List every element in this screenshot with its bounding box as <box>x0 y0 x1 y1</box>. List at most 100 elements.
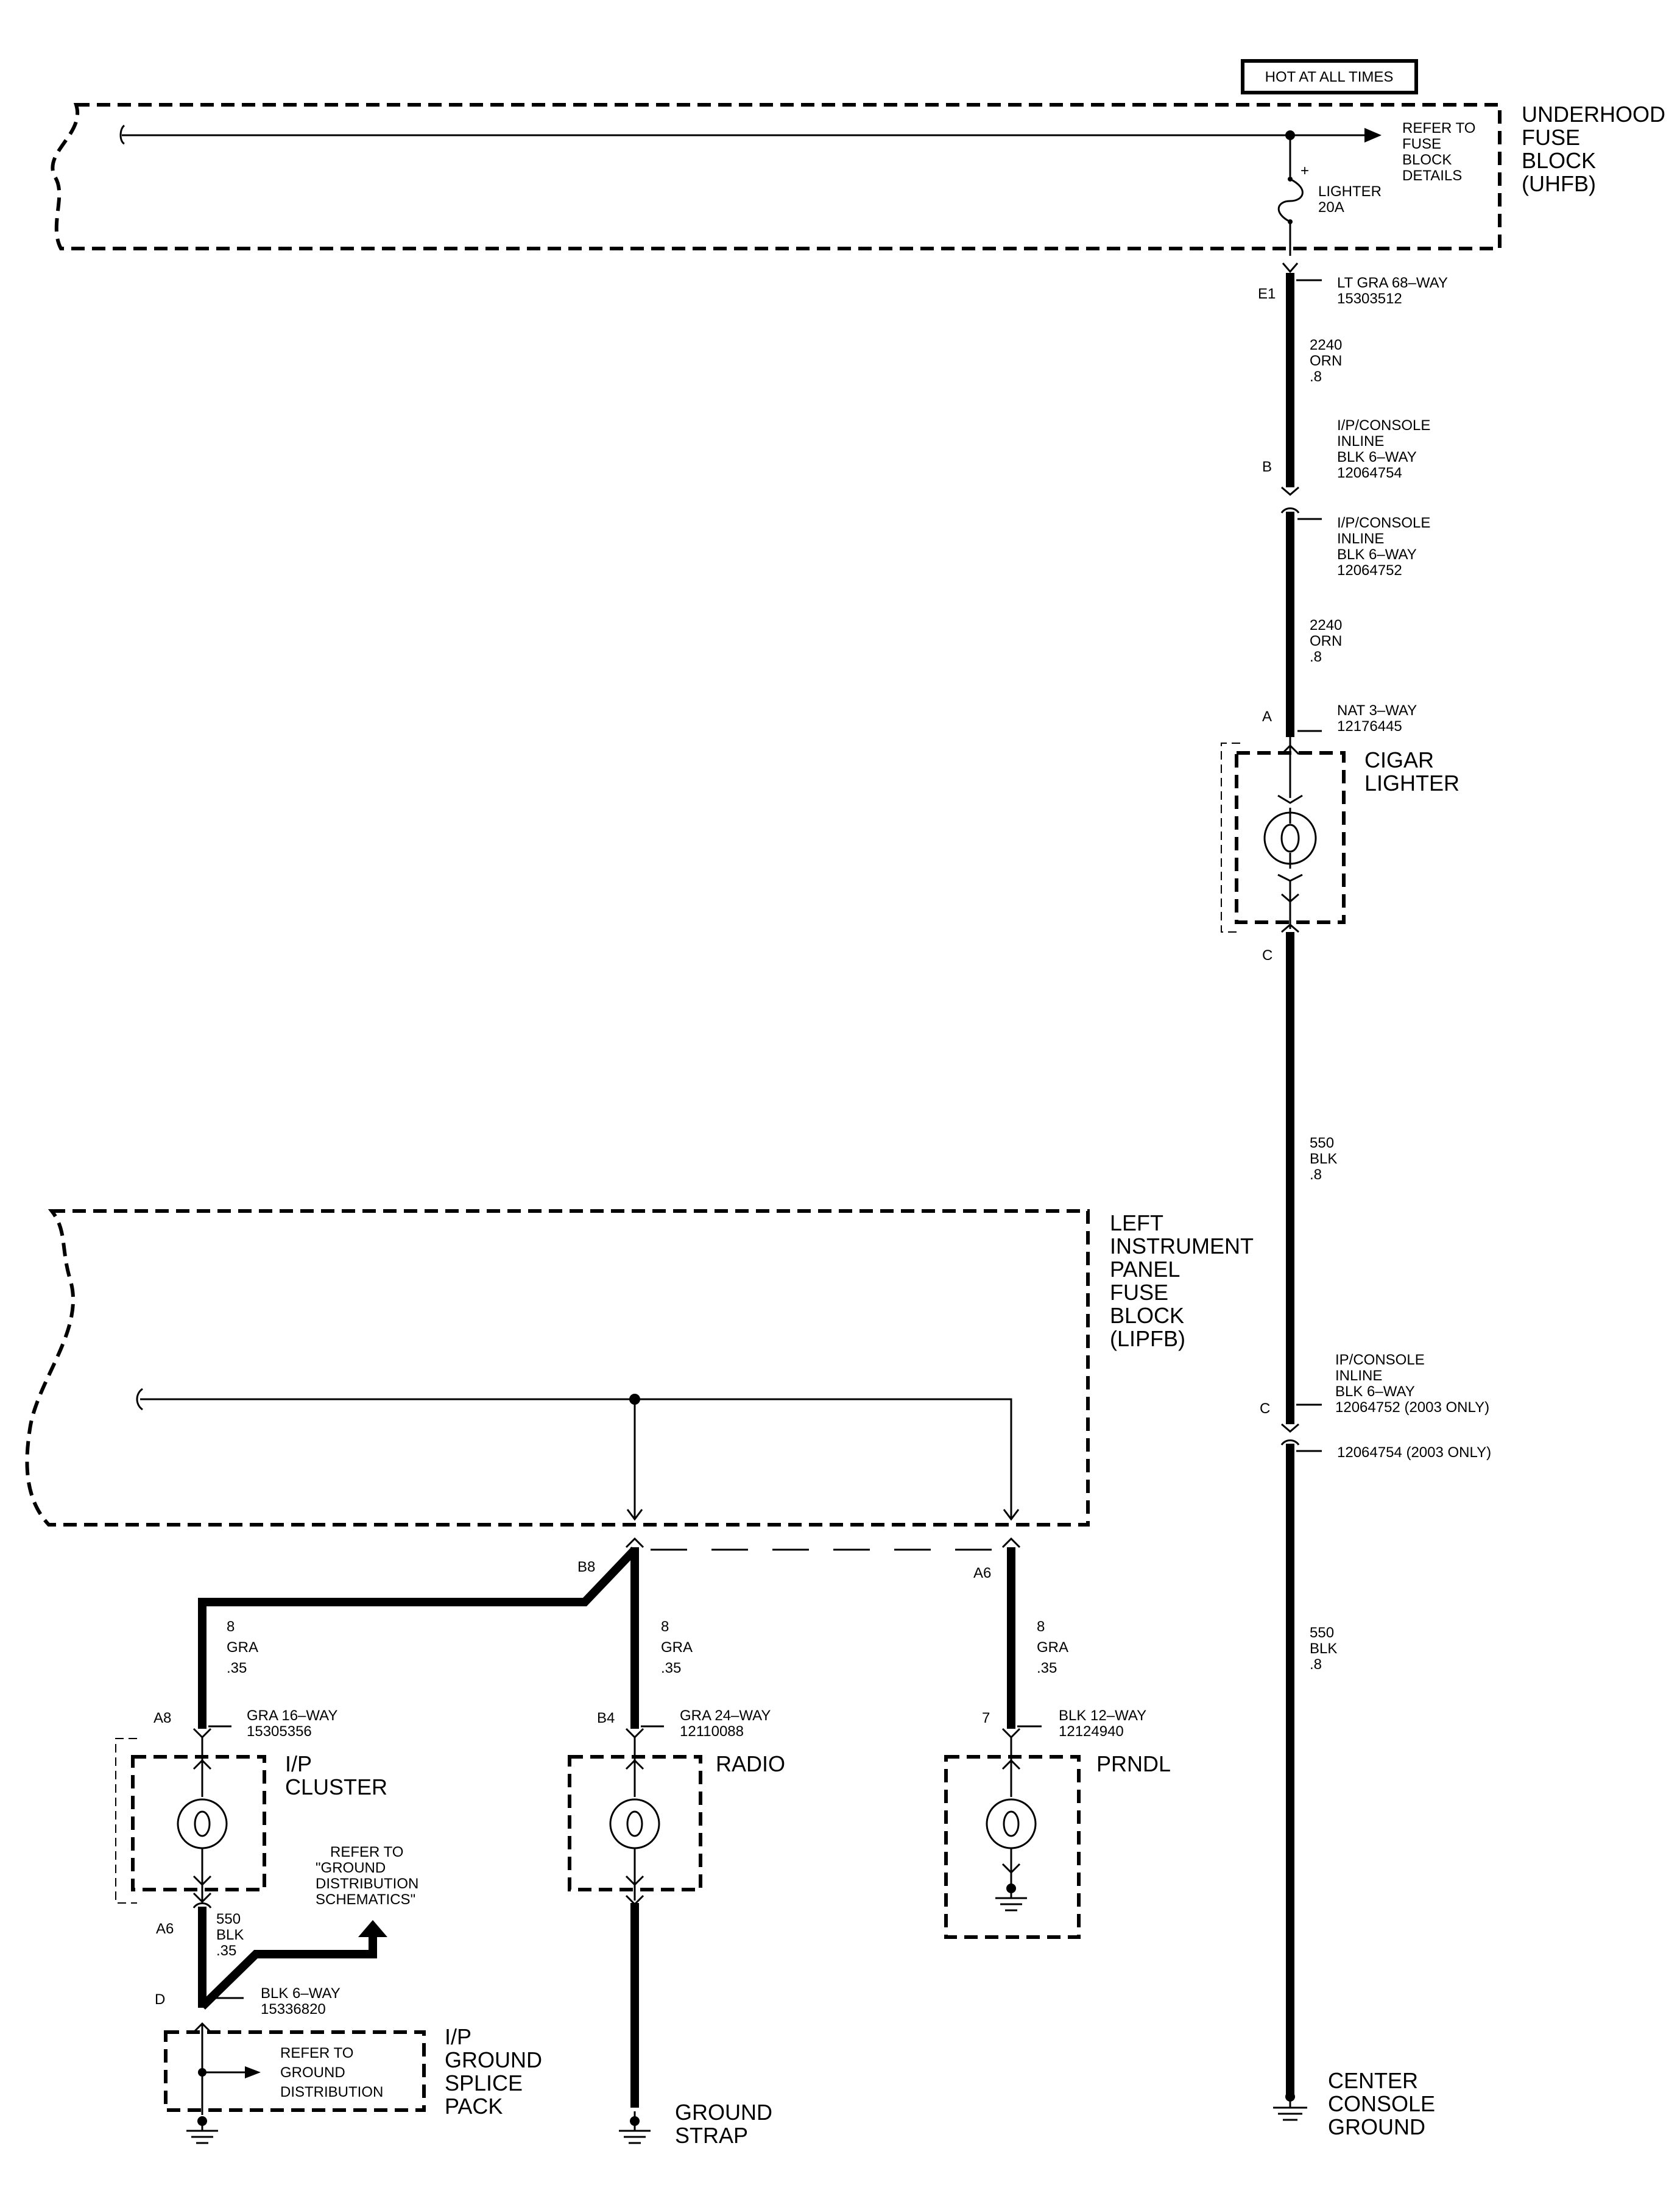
svg-text:INLINE: INLINE <box>1337 531 1384 547</box>
prndl-box <box>944 1755 1081 1939</box>
svg-text:12124940: 12124940 <box>1059 1723 1124 1740</box>
arrow-down-icon <box>626 1509 643 1521</box>
ground-strap-label: GROUND STRAP <box>675 2100 772 2148</box>
arrow-up-icon <box>358 1920 387 1937</box>
svg-text:.8: .8 <box>1310 649 1322 665</box>
svg-text:7: 7 <box>982 1710 990 1726</box>
svg-text:REFER TO: REFER TO <box>1402 120 1475 136</box>
svg-text:550: 550 <box>1310 1135 1334 1151</box>
svg-text:LIGHTER: LIGHTER <box>1364 771 1459 796</box>
svg-text:BLK: BLK <box>1310 1640 1337 1657</box>
svg-text:BLK 6–WAY: BLK 6–WAY <box>1335 1383 1415 1400</box>
svg-text:I/P/CONSOLE: I/P/CONSOLE <box>1337 515 1430 531</box>
arrow-right-icon <box>245 2066 261 2078</box>
svg-text:GRA: GRA <box>227 1639 258 1656</box>
svg-text:INLINE: INLINE <box>1337 433 1384 450</box>
svg-text:DISTRIBUTION: DISTRIBUTION <box>316 1876 418 1892</box>
svg-text:REFER TO: REFER TO <box>280 2045 353 2061</box>
svg-text:"GROUND: "GROUND <box>316 1860 386 1876</box>
svg-text:12064754: 12064754 <box>1337 465 1402 481</box>
svg-text:DISTRIBUTION: DISTRIBUTION <box>280 2084 383 2100</box>
svg-text:8: 8 <box>1037 1619 1045 1635</box>
svg-text:GRA: GRA <box>661 1639 693 1656</box>
svg-text:SPLICE: SPLICE <box>445 2071 523 2095</box>
uhfb-fuse-block: + LIGHTER 20A REFER TO FUSE BLOCK DETAIL… <box>51 103 1502 256</box>
svg-text:CLUSTER: CLUSTER <box>285 1774 387 1799</box>
radio-lamp-icon <box>609 1737 660 1906</box>
svg-text:IP/CONSOLE: IP/CONSOLE <box>1335 1352 1425 1368</box>
svg-text:CENTER: CENTER <box>1328 2068 1418 2093</box>
prndl-label: PRNDL <box>1096 1751 1171 1776</box>
svg-text:BLOCK: BLOCK <box>1110 1303 1184 1328</box>
center-console-ground-icon <box>1273 2092 1307 2121</box>
svg-text:INLINE: INLINE <box>1335 1368 1382 1384</box>
cigar-lighter-box <box>1235 751 1346 924</box>
cigar-lighter-label: CIGAR LIGHTER <box>1364 747 1459 796</box>
svg-text:UNDERHOOD: UNDERHOOD <box>1522 102 1665 127</box>
cluster-lamp-icon <box>177 1737 228 1904</box>
svg-text:.35: .35 <box>227 1660 247 1676</box>
svg-text:12110088: 12110088 <box>680 1723 744 1740</box>
svg-text:2240: 2240 <box>1310 617 1342 634</box>
svg-text:8: 8 <box>661 1619 669 1635</box>
svg-text:I/P: I/P <box>445 2024 471 2049</box>
svg-text:LIGHTER: LIGHTER <box>1318 183 1382 200</box>
svg-text:GRA: GRA <box>1037 1639 1068 1656</box>
svg-text:(LIPFB): (LIPFB) <box>1110 1326 1185 1351</box>
uhfb-title: UNDERHOOD FUSE BLOCK (UHFB) <box>1522 102 1665 196</box>
svg-text:BLK 6–WAY: BLK 6–WAY <box>1337 546 1417 563</box>
ground-splice-pack-box <box>164 2030 426 2112</box>
svg-text:B4: B4 <box>597 1710 615 1726</box>
splice-pack-ground-icon <box>186 2116 218 2144</box>
svg-text:.35: .35 <box>216 1943 236 1959</box>
arrow-right-icon <box>1364 128 1382 143</box>
svg-text:550: 550 <box>1310 1625 1334 1641</box>
svg-text:STRAP: STRAP <box>675 2123 748 2148</box>
svg-text:D: D <box>155 1991 165 2008</box>
connector-e1-icon <box>1282 263 1299 274</box>
svg-text:12064752: 12064752 <box>1337 562 1402 579</box>
svg-text:BLK 12–WAY: BLK 12–WAY <box>1059 1707 1146 1724</box>
svg-text:DETAILS: DETAILS <box>1402 168 1462 184</box>
connector-b8-icon <box>625 1537 644 1548</box>
svg-text:+: + <box>1301 163 1309 179</box>
svg-text:I/P: I/P <box>285 1751 312 1776</box>
prndl-lamp-icon <box>986 1737 1037 1888</box>
connector-c2-icon <box>1281 1423 1299 1433</box>
svg-text:.8: .8 <box>1310 1167 1322 1183</box>
bus-break-icon <box>136 1388 143 1411</box>
svg-text:(UHFB): (UHFB) <box>1522 171 1596 196</box>
svg-text:BLK 6–WAY: BLK 6–WAY <box>261 1985 341 2002</box>
left-circuits: B8 A6 8 GRA .35 8 GRA .35 8 GRA .35 A8 G… <box>115 1537 1146 2144</box>
svg-text:NAT 3–WAY: NAT 3–WAY <box>1337 702 1417 719</box>
connector-c-icon <box>1281 923 1299 933</box>
svg-text:FUSE: FUSE <box>1522 125 1580 150</box>
power-tag: HOT AT ALL TIMES <box>1241 59 1418 94</box>
svg-text:BLK: BLK <box>1310 1151 1337 1167</box>
svg-text:15305356: 15305356 <box>247 1723 312 1740</box>
prndl-ground-icon <box>995 1883 1027 1912</box>
svg-text:15303512: 15303512 <box>1337 291 1402 307</box>
svg-text:GROUND: GROUND <box>675 2100 772 2125</box>
svg-text:ORN: ORN <box>1310 633 1342 649</box>
cigar-lighter-housing <box>1221 743 1240 933</box>
svg-text:BLK 6–WAY: BLK 6–WAY <box>1337 449 1417 465</box>
svg-text:INSTRUMENT: INSTRUMENT <box>1110 1234 1254 1259</box>
right-circuit: E1 LT GRA 68–WAY 15303512 2240 ORN .8 I/… <box>1221 263 1491 2139</box>
svg-text:GROUND: GROUND <box>445 2047 542 2072</box>
svg-text:LEFT: LEFT <box>1110 1210 1163 1235</box>
svg-text:BLK: BLK <box>216 1927 244 1943</box>
ip-cluster-label: I/P CLUSTER <box>285 1751 387 1799</box>
svg-text:.8: .8 <box>1310 369 1322 385</box>
fuse-icon <box>1277 178 1304 223</box>
svg-text:C: C <box>1262 947 1272 964</box>
svg-text:REFER TO: REFER TO <box>330 1844 403 1860</box>
svg-text:GROUND: GROUND <box>280 2064 345 2081</box>
svg-text:HOT AT ALL TIMES: HOT AT ALL TIMES <box>1265 69 1394 85</box>
svg-text:BLOCK: BLOCK <box>1522 148 1596 173</box>
svg-text:FUSE: FUSE <box>1110 1280 1168 1305</box>
svg-text:20A: 20A <box>1318 199 1344 216</box>
svg-text:A6: A6 <box>973 1565 991 1581</box>
svg-text:E1: E1 <box>1258 286 1276 302</box>
